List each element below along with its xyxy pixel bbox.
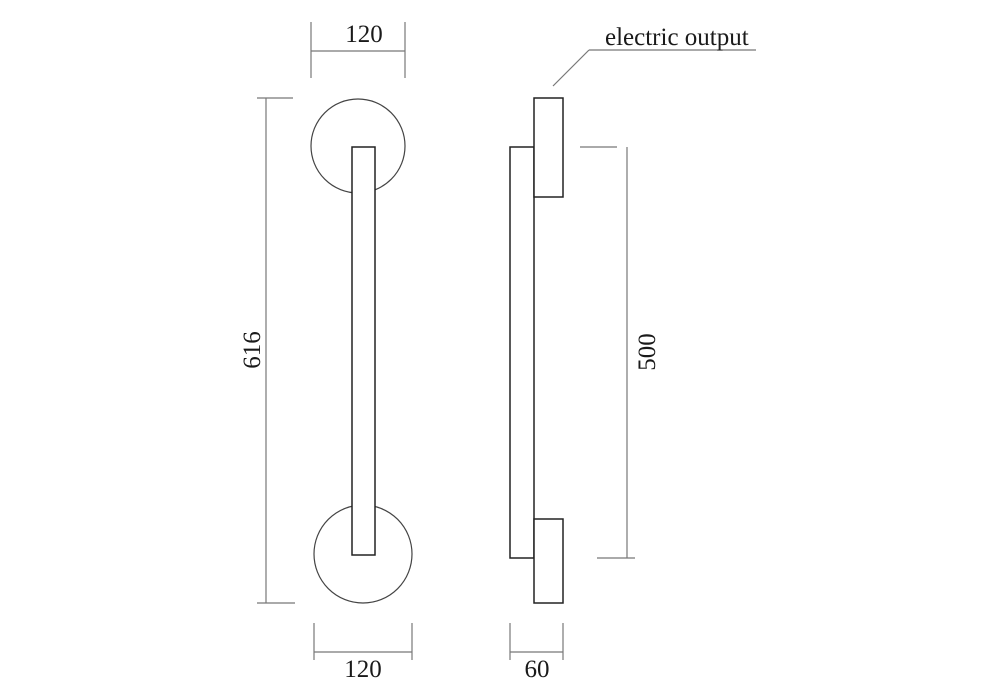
height-label: 616	[239, 331, 266, 369]
rod-length-dimension	[580, 146, 635, 559]
front-view: 120 616 120	[239, 21, 413, 683]
front-light-bar	[351, 146, 376, 556]
electric-output-leader	[552, 49, 756, 87]
height-dimension	[257, 97, 295, 604]
side-view: electric output 500 60	[509, 24, 756, 683]
top-mount-block	[533, 97, 564, 198]
side-light-bar	[509, 146, 535, 559]
electric-output-label: electric output	[605, 24, 749, 51]
depth-dimension	[509, 623, 564, 660]
bottom-width-dimension	[313, 623, 413, 660]
top-width-dimension	[310, 22, 406, 78]
rod-length-label: 500	[634, 333, 661, 371]
bottom-mount-block	[533, 518, 564, 604]
bottom-width-label: 120	[344, 656, 382, 683]
depth-label: 60	[525, 656, 550, 683]
top-width-label: 120	[345, 21, 383, 48]
